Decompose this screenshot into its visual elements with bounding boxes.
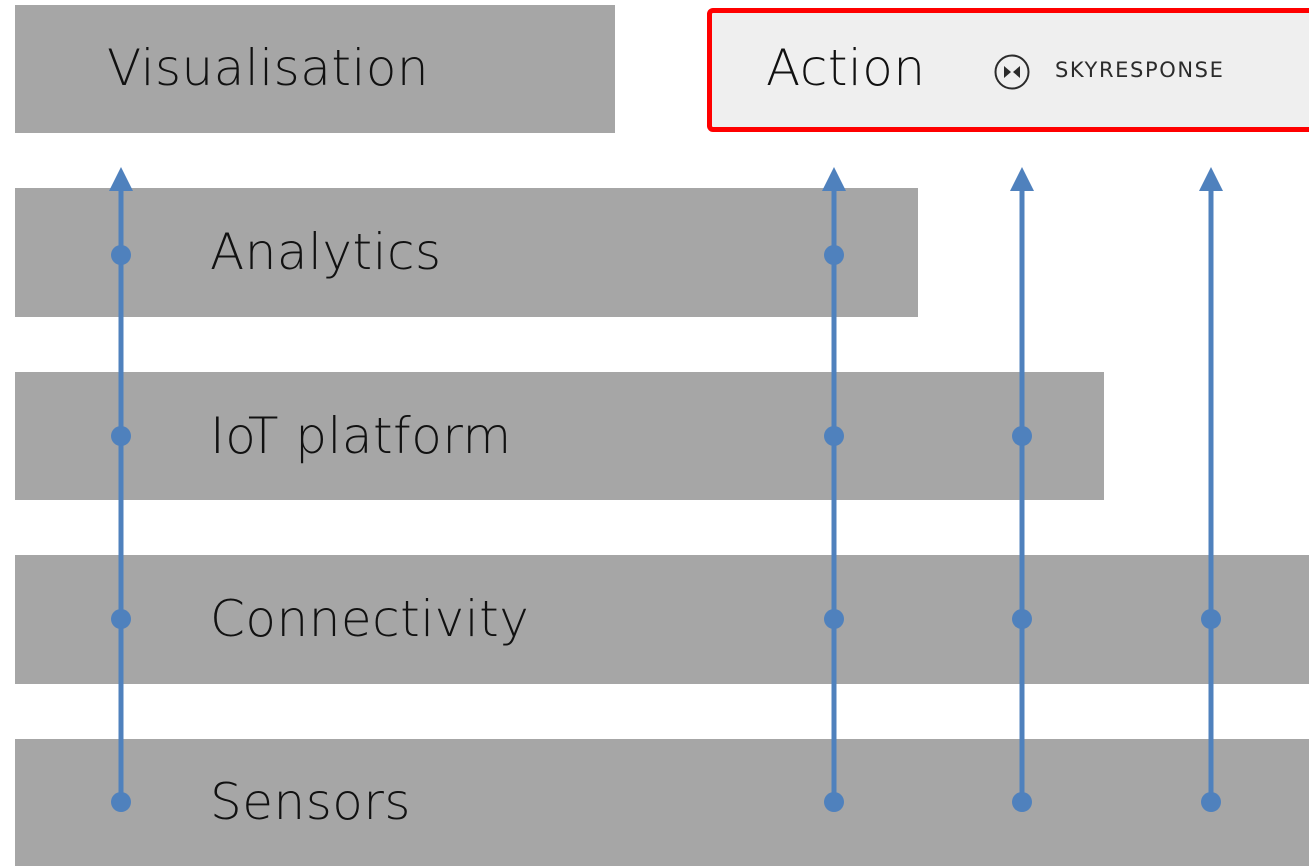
node-dot [111,426,131,446]
flow-sensors-to-action-2 [1010,167,1034,812]
action-label: Action [766,39,926,97]
layer-label-sensors: Sensors [210,773,411,831]
node-dot [1201,609,1221,629]
node-dot [1012,426,1032,446]
layer-iot-platform [15,372,1104,500]
node-dot [1012,792,1032,812]
node-dot [1201,792,1221,812]
node-dot [111,792,131,812]
layer-analytics [15,188,918,317]
skyresponse-logo-icon [994,54,1030,90]
layer-label-visualisation: Visualisation [107,39,430,97]
layer-label-connectivity: Connectivity [210,590,530,648]
node-dot [824,609,844,629]
arrowhead-icon [109,167,133,191]
layer-label-iot-platform: IoT platform [210,407,512,465]
arrowhead-icon [1199,167,1223,191]
arrowhead-icon [822,167,846,191]
node-dot [824,426,844,446]
node-dot [824,792,844,812]
node-dot [1012,609,1032,629]
layer-visualisation [15,5,615,133]
node-dot [824,245,844,265]
node-dot [111,609,131,629]
layer-connectivity [15,555,1309,684]
flow-sensors-to-action-1 [822,167,846,812]
arrowhead-icon [1010,167,1034,191]
flow-sensors-to-action-3 [1199,167,1223,812]
layer-sensors [15,739,1309,866]
flow-sensors-to-visualisation [109,167,133,812]
brand-name: SKYRESPONSE [1055,58,1225,82]
node-dot [111,245,131,265]
layer-label-analytics: Analytics [210,223,442,281]
